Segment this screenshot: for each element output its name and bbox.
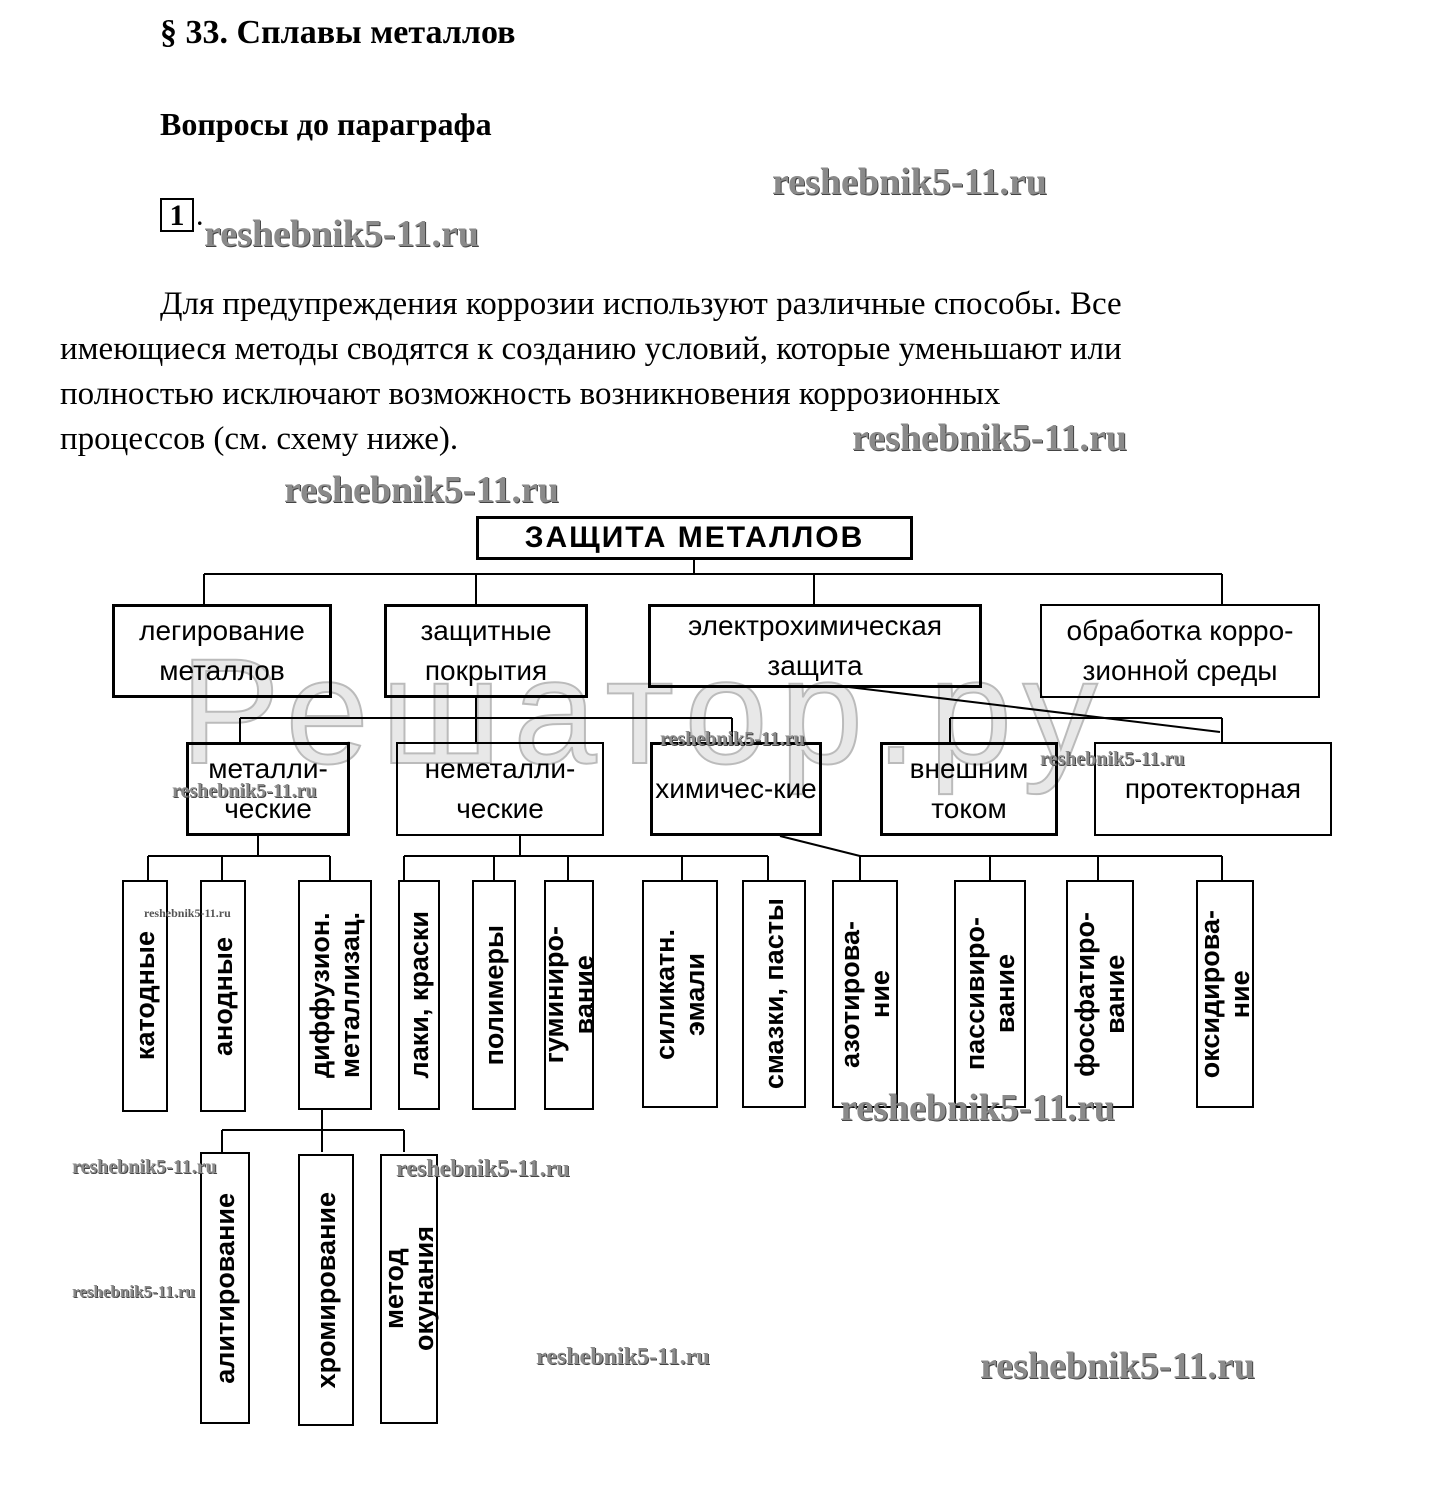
node-passivation: пассивиро- вание [954, 880, 1026, 1108]
node-label: пассивиро- вание [960, 917, 1020, 1071]
watermark: reshebnik5-11.ru [284, 469, 559, 511]
node-alitizing: алитирование [200, 1152, 250, 1424]
subtitle: Вопросы до параграфа [160, 106, 492, 142]
node-alloying: легирование металлов [112, 604, 332, 698]
node-electrochemical-protection: электрохимическая защита [648, 604, 982, 688]
watermark: reshebnik5-11.ru [1040, 748, 1185, 770]
node-label: оксидирова- ние [1195, 909, 1255, 1079]
watermark: reshebnik5-11.ru [980, 1345, 1255, 1387]
node-humination: гуминиро- вание [539, 880, 599, 1110]
node-label: хромирование [311, 1191, 341, 1389]
node-lacquers-paints: лаки, краски [398, 880, 440, 1110]
watermark: reshebnik5-11.ru [204, 213, 479, 255]
node-cathodic: катодные [122, 880, 168, 1112]
node-external-current: внешним током [880, 742, 1058, 836]
node-label: алитирование [210, 1192, 240, 1384]
node-nonmetallic: неметалли-ческие [396, 742, 604, 836]
node-label: метод окунания [379, 1226, 439, 1352]
paragraph-line: полностью исключают возможность возникно… [60, 376, 1001, 412]
watermark: reshebnik5-11.ru [144, 906, 231, 920]
node-label: гуминиро- вание [539, 926, 599, 1064]
node-metallic: металли-ческие [186, 742, 350, 836]
node-label: силикатн. эмали [650, 928, 710, 1060]
paragraph-line: Для предупреждения коррозии используют р… [160, 286, 1122, 322]
node-environment-treatment: обработка корро-зионной среды [1040, 604, 1320, 698]
node-label: анодные [208, 936, 238, 1056]
node-label: полимеры [479, 924, 509, 1066]
watermark: reshebnik5-11.ru [536, 1344, 710, 1370]
watermark: reshebnik5-11.ru [660, 728, 805, 750]
node-label: лаки, краски [404, 911, 434, 1079]
node-protective-coatings: защитные покрытия [384, 604, 588, 698]
watermark: reshebnik5-11.ru [72, 1156, 217, 1178]
section-title: § 33. Сплавы металлов [160, 14, 516, 51]
node-oxidation: оксидирова- ние [1195, 880, 1255, 1108]
paragraph: Для предупреждения коррозии используют р… [60, 282, 1380, 462]
node-silicate-enamels: силикатн. эмали [642, 880, 718, 1108]
node-phosphating: фосфатиро- вание [1066, 880, 1134, 1108]
paragraph-line: процессов (см. схему ниже). [60, 421, 459, 457]
node-polymers: полимеры [472, 880, 516, 1110]
paragraph-line: имеющиеся методы сводятся к созданию усл… [60, 331, 1122, 367]
node-nitriding: азотирова- ние [832, 880, 898, 1108]
question-number: 1 [160, 198, 194, 232]
node-chroming: хромирование [298, 1154, 354, 1426]
watermark: reshebnik5-11.ru [172, 780, 317, 802]
node-dipping-method: метод окунания [379, 1154, 439, 1424]
watermark: reshebnik5-11.ru [772, 161, 1047, 203]
node-anodic: анодные [200, 880, 246, 1112]
watermark: reshebnik5-11.ru [396, 1156, 570, 1182]
watermark: reshebnik5-11.ru [840, 1087, 1115, 1129]
background-watermark: Решатор.ру [179, 626, 1110, 796]
node-label: фосфатиро- вание [1070, 911, 1130, 1077]
node-protector: протекторная [1094, 742, 1332, 836]
node-label: диффузион. металлизац. [305, 912, 365, 1078]
node-label: катодные [130, 931, 160, 1061]
node-chemical: химичес-кие [650, 742, 822, 836]
question-dot: . [197, 205, 203, 230]
node-diffusion-metallization: диффузион. металлизац. [298, 880, 372, 1110]
node-greases-pastes: смазки, пасты [742, 880, 806, 1108]
diagram-root: ЗАЩИТА МЕТАЛЛОВ [476, 516, 913, 560]
watermark: reshebnik5-11.ru [72, 1282, 195, 1301]
node-label: азотирова- ние [835, 920, 895, 1068]
watermark: reshebnik5-11.ru [852, 417, 1127, 459]
node-label: смазки, пасты [759, 898, 789, 1090]
